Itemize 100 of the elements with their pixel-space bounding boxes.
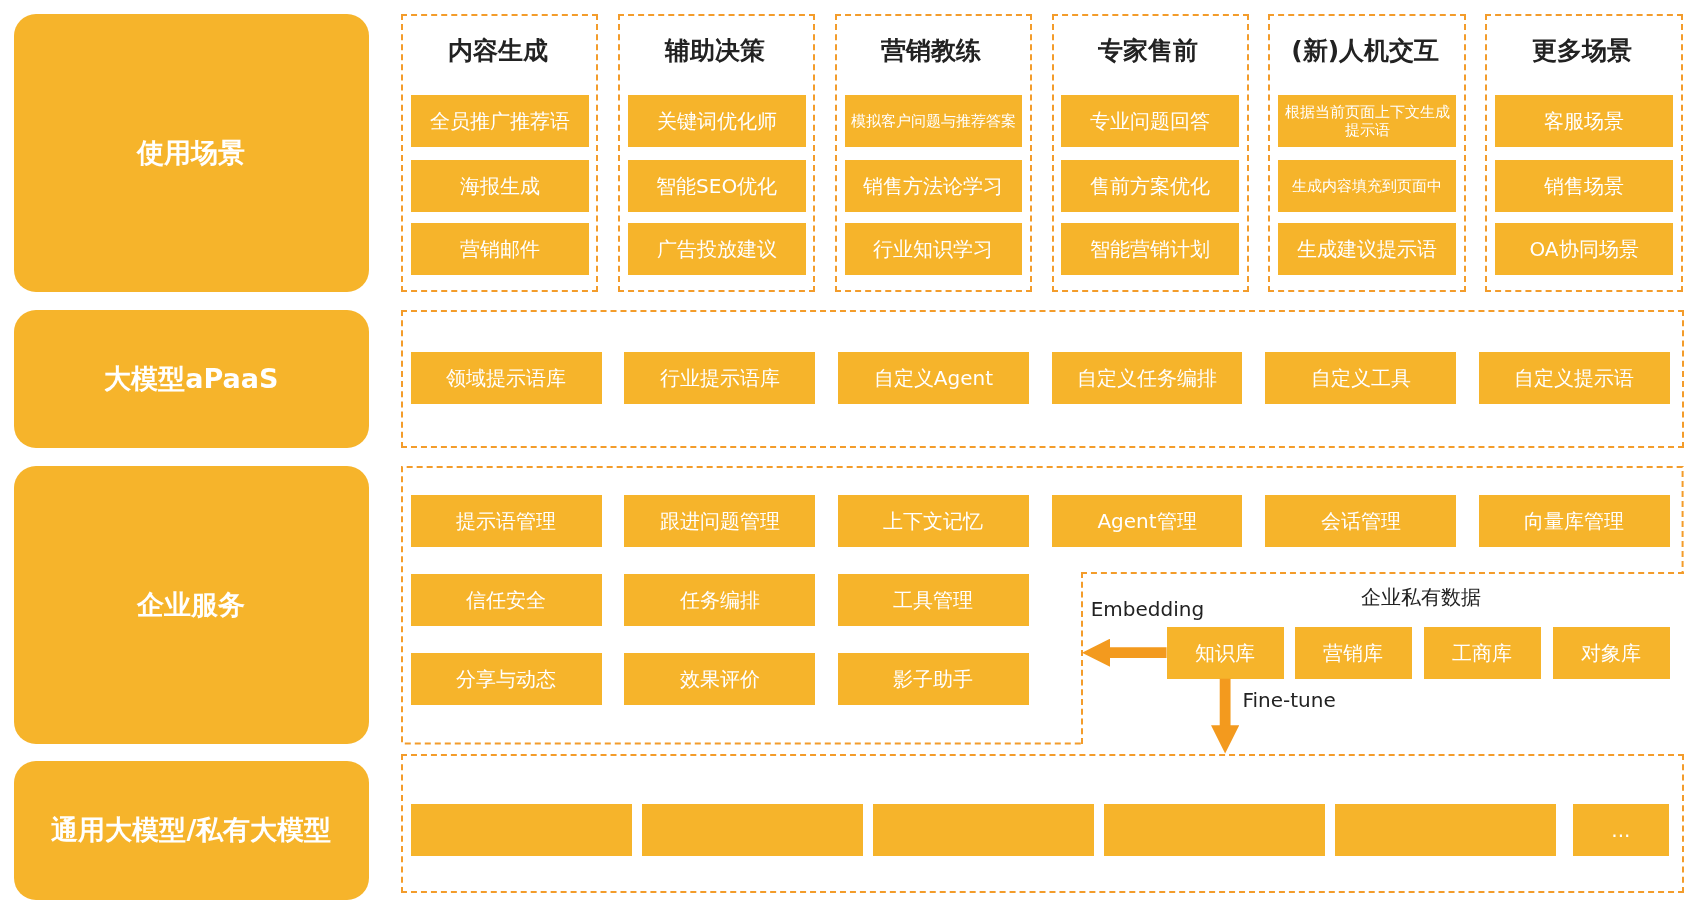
feature-label: 影子助手 bbox=[893, 665, 974, 693]
feature-box bbox=[624, 495, 816, 548]
feature-label: 分享与动态 bbox=[456, 665, 557, 693]
feature-box bbox=[1423, 626, 1541, 679]
feature-label: 行业知识学习 bbox=[873, 236, 994, 264]
feature-box bbox=[410, 573, 602, 626]
feature-label: Agent管理 bbox=[1097, 508, 1197, 536]
feature-label: 领域提示语库 bbox=[446, 365, 567, 393]
edge-label: Fine-tune bbox=[1242, 687, 1336, 715]
feature-label: 关键词优化师 bbox=[656, 108, 777, 136]
layer-label-box bbox=[14, 761, 369, 900]
feature-label: 模拟客户问题与推荐答案 bbox=[850, 112, 1016, 131]
feature-label: 任务编排 bbox=[679, 586, 760, 614]
feature-box bbox=[838, 352, 1029, 405]
layer-label-box bbox=[14, 14, 369, 292]
block-arrow bbox=[1211, 678, 1240, 754]
feature-label: 生成内容填充到页面中 bbox=[1292, 177, 1443, 196]
column-heading: 更多场景 bbox=[1532, 35, 1632, 68]
column-heading: 专家售前 bbox=[1098, 35, 1199, 68]
dashed-region bbox=[401, 466, 1684, 744]
block-arrow bbox=[1082, 638, 1167, 667]
scenario-column bbox=[1051, 14, 1249, 292]
column-heading: 内容生成 bbox=[447, 35, 548, 68]
layer-title: 通用大模型/私有大模型 bbox=[51, 813, 332, 848]
feature-box bbox=[1051, 352, 1243, 405]
feature-label: 根据当前页面上下文生成提示语 bbox=[1283, 103, 1451, 140]
feature-label: 工具管理 bbox=[893, 586, 974, 614]
feature-label: OA协同场景 bbox=[1529, 236, 1639, 264]
feature-box bbox=[1265, 352, 1457, 405]
column-heading: 营销教练 bbox=[881, 35, 982, 68]
feature-label: ... bbox=[1611, 817, 1631, 845]
feature-box bbox=[1265, 495, 1457, 548]
feature-box bbox=[1573, 804, 1669, 857]
feature-box bbox=[844, 95, 1023, 148]
feature-box bbox=[838, 652, 1029, 705]
feature-box bbox=[410, 95, 589, 148]
feature-box bbox=[410, 352, 602, 405]
model-box bbox=[410, 804, 633, 857]
feature-label: 售前方案优化 bbox=[1090, 173, 1211, 201]
column-heading: 辅助决策 bbox=[664, 35, 765, 68]
feature-label: 营销邮件 bbox=[459, 236, 540, 264]
feature-label: 提示语管理 bbox=[456, 508, 557, 536]
feature-box bbox=[1478, 495, 1670, 548]
dashed-region bbox=[401, 753, 1684, 894]
feature-box bbox=[838, 573, 1029, 626]
feature-label: 海报生成 bbox=[459, 173, 540, 201]
model-box bbox=[1334, 804, 1556, 857]
feature-label: 知识库 bbox=[1195, 639, 1256, 667]
model-box bbox=[1103, 804, 1325, 857]
feature-box bbox=[1061, 95, 1240, 148]
region-heading: 企业私有数据 bbox=[1360, 584, 1481, 612]
feature-label: 销售方法论学习 bbox=[863, 173, 1004, 201]
feature-box bbox=[624, 352, 816, 405]
feature-label: 工商库 bbox=[1452, 639, 1513, 667]
feature-box bbox=[410, 495, 602, 548]
feature-box bbox=[627, 95, 806, 148]
feature-label: 营销库 bbox=[1323, 639, 1384, 667]
layer-label-box bbox=[14, 466, 369, 744]
edge-label: Embedding bbox=[1090, 596, 1205, 624]
feature-label: 自定义工具 bbox=[1310, 365, 1411, 393]
feature-label: 自定义任务编排 bbox=[1077, 365, 1218, 393]
layer-label-box bbox=[14, 310, 369, 448]
layer-title: 企业服务 bbox=[137, 587, 246, 622]
feature-box bbox=[1495, 160, 1673, 213]
feature-box bbox=[1061, 160, 1240, 213]
feature-label: 客服场景 bbox=[1543, 108, 1624, 136]
feature-label: 对象库 bbox=[1581, 639, 1642, 667]
feature-box bbox=[1278, 160, 1457, 213]
feature-box bbox=[1051, 495, 1243, 548]
dashed-region bbox=[401, 310, 1684, 448]
feature-label: 信任安全 bbox=[466, 586, 547, 614]
feature-box bbox=[1278, 95, 1457, 148]
feature-box bbox=[410, 223, 589, 276]
feature-label: 全员推广推荐语 bbox=[429, 108, 570, 136]
scenario-column bbox=[401, 14, 599, 292]
feature-label: 销售场景 bbox=[1543, 173, 1624, 201]
scenario-column bbox=[1485, 14, 1683, 292]
feature-box bbox=[838, 495, 1029, 548]
layer-title: 使用场景 bbox=[137, 135, 246, 170]
feature-box bbox=[624, 652, 816, 705]
feature-label: 会话管理 bbox=[1320, 508, 1401, 536]
feature-box bbox=[627, 223, 806, 276]
feature-box bbox=[844, 223, 1023, 276]
feature-box bbox=[844, 160, 1023, 213]
feature-label: 专业问题回答 bbox=[1090, 108, 1211, 136]
feature-label: 智能SEO优化 bbox=[656, 173, 778, 201]
feature-label: 行业提示语库 bbox=[659, 365, 780, 393]
model-box bbox=[872, 804, 1094, 857]
feature-box bbox=[1166, 626, 1284, 679]
feature-label: 广告投放建议 bbox=[656, 236, 777, 264]
feature-box bbox=[1495, 95, 1673, 148]
feature-box bbox=[410, 652, 602, 705]
scenario-column bbox=[618, 14, 816, 292]
model-box bbox=[641, 804, 863, 857]
scenario-column bbox=[834, 14, 1033, 292]
feature-box bbox=[627, 160, 806, 213]
feature-label: 自定义提示语 bbox=[1514, 365, 1635, 393]
scenario-column bbox=[1268, 14, 1466, 292]
feature-label: 自定义Agent bbox=[873, 365, 994, 393]
feature-box bbox=[410, 160, 589, 213]
